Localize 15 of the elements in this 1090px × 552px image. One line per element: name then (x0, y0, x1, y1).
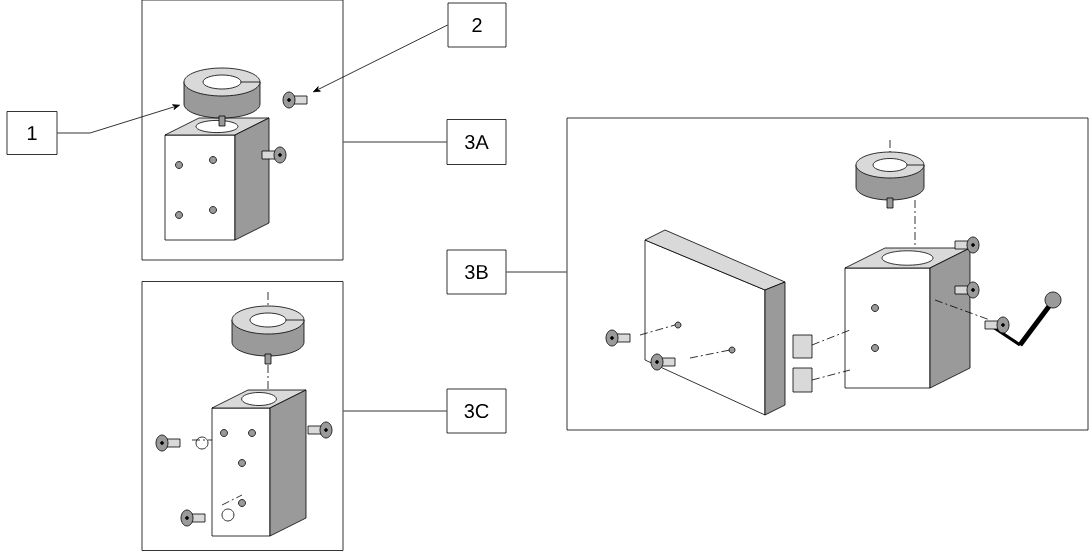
leader-line (506, 271, 567, 273)
collar-drawing (183, 67, 261, 127)
leader-line (343, 410, 447, 412)
leader-line (313, 24, 448, 93)
callout-box: 3B (446, 249, 507, 295)
callout-box: 1 (6, 111, 58, 155)
part-panel (141, 281, 344, 551)
callout-box: 2 (447, 2, 507, 48)
part-panel (566, 117, 1089, 431)
callout-box: 3C (446, 388, 507, 434)
leader-line (57, 104, 180, 134)
callout-box: 3A (446, 119, 507, 165)
part-panel (141, 0, 344, 261)
leader-line (343, 141, 447, 143)
set-screw-drawing (282, 91, 308, 109)
